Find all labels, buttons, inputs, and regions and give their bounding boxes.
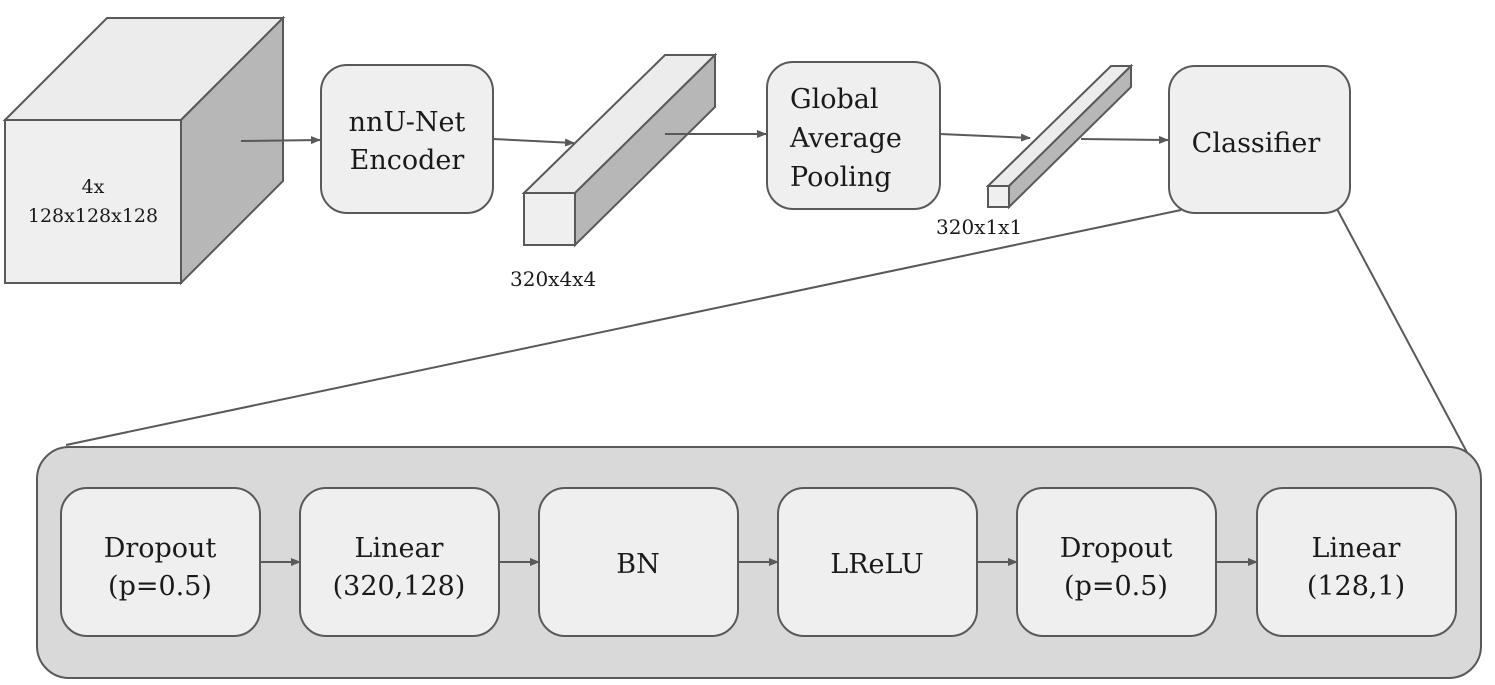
arrow-pooling-to-vector	[939, 133, 1031, 142]
detail-block-lrelu: LReLU	[777, 487, 978, 637]
detail-label-3a: BN	[616, 549, 659, 580]
arrow-encoder-to-featuremap	[492, 138, 575, 147]
detail-label-6b: (128,1)	[1307, 571, 1405, 602]
pooled-vector-front	[987, 185, 1010, 208]
encoder-box	[320, 64, 494, 214]
classifier-label: Classifier	[1192, 128, 1321, 159]
pooling-label-3: Pooling	[790, 162, 892, 193]
encoder-label-2: Encoder	[350, 145, 465, 176]
pooling-box	[766, 61, 941, 210]
pooling-label-2: Average	[789, 123, 902, 154]
input-cube-front	[4, 119, 182, 284]
detail-label-1b: (p=0.5)	[108, 571, 212, 602]
arrow-vector-to-classifier	[1080, 135, 1169, 144]
arrow-input-to-encoder	[240, 136, 321, 145]
feature-map-prism	[521, 52, 718, 248]
detail-block-dropout-2: Dropout (p=0.5)	[1016, 487, 1217, 637]
feature-map-front	[523, 192, 576, 246]
pooled-dims-label: 320x1x1	[936, 215, 1022, 239]
classifier-box	[1168, 65, 1351, 214]
feature-map-dims-label: 320x4x4	[510, 267, 596, 291]
pooling-block: Global Average Pooling	[766, 61, 941, 210]
detail-label-4a: LReLU	[830, 549, 923, 580]
pooled-vector-top	[985, 65, 1134, 187]
detail-box-6	[1256, 487, 1457, 637]
pooled-vector-prism	[985, 63, 1134, 210]
detail-label-2b: (320,128)	[333, 571, 466, 602]
classifier-block: Classifier	[1168, 65, 1351, 214]
encoder-block: nnU-Net Encoder	[320, 64, 494, 214]
detail-block-linear-2: Linear (128,1)	[1256, 487, 1457, 637]
zoom-line-right	[1336, 208, 1471, 459]
input-volume-label-1: 4x	[82, 176, 105, 198]
pooled-vector-side	[1008, 63, 1132, 210]
detail-label-6a: Linear	[1312, 533, 1401, 564]
detail-label-1a: Dropout	[104, 533, 217, 564]
encoder-label-1: nnU-Net	[349, 107, 466, 138]
detail-label-5b: (p=0.5)	[1064, 571, 1168, 602]
detail-label-2a: Linear	[355, 533, 444, 564]
pooling-label-1: Global	[790, 84, 878, 115]
detail-block-bn: BN	[538, 487, 739, 637]
detail-block-dropout-1: Dropout (p=0.5)	[60, 487, 261, 637]
detail-label-5a: Dropout	[1060, 533, 1173, 564]
input-volume-cube: 4x 128x128x128	[2, 15, 286, 286]
detail-block-linear-1: Linear (320,128)	[299, 487, 500, 637]
zoom-line-left	[65, 209, 1182, 446]
input-volume-label-2: 128x128x128	[28, 205, 158, 227]
